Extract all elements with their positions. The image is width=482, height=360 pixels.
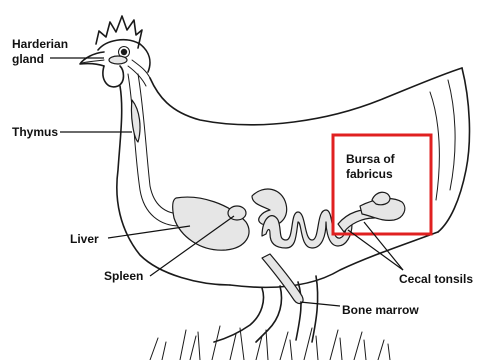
cecal-tonsils-label: Cecal tonsils xyxy=(399,272,473,286)
beak xyxy=(80,52,104,66)
bursa-label-line1: Bursa of xyxy=(346,152,396,166)
left-leg xyxy=(214,288,264,342)
harderian-gland-label-line2: gland xyxy=(12,52,44,66)
wattle xyxy=(103,66,124,87)
tail xyxy=(438,68,469,232)
head xyxy=(98,40,150,72)
back-line xyxy=(150,68,462,125)
liver-organ xyxy=(173,197,249,250)
comb xyxy=(96,16,142,48)
bone-marrow-label: Bone marrow xyxy=(342,303,419,317)
eye xyxy=(121,49,127,55)
liver-label: Liver xyxy=(70,232,99,246)
grass xyxy=(150,326,390,360)
thymus-organ xyxy=(131,100,140,142)
bone-marrow-leader xyxy=(300,302,340,306)
thigh-bone-marrow xyxy=(262,254,303,303)
spleen-label: Spleen xyxy=(104,269,143,283)
bursa-label-line2: fabricus xyxy=(346,167,393,181)
liver-leader xyxy=(108,226,190,238)
bursa-of-fabricus-organ xyxy=(372,192,390,205)
thymus-label: Thymus xyxy=(12,125,58,139)
labels: Harderian gland Thymus Liver Spleen Burs… xyxy=(12,37,473,317)
oesophagus xyxy=(128,74,180,226)
harderian-gland-label-line1: Harderian xyxy=(12,37,68,51)
harderian-gland-organ xyxy=(109,56,127,64)
leader-lines xyxy=(50,58,403,306)
